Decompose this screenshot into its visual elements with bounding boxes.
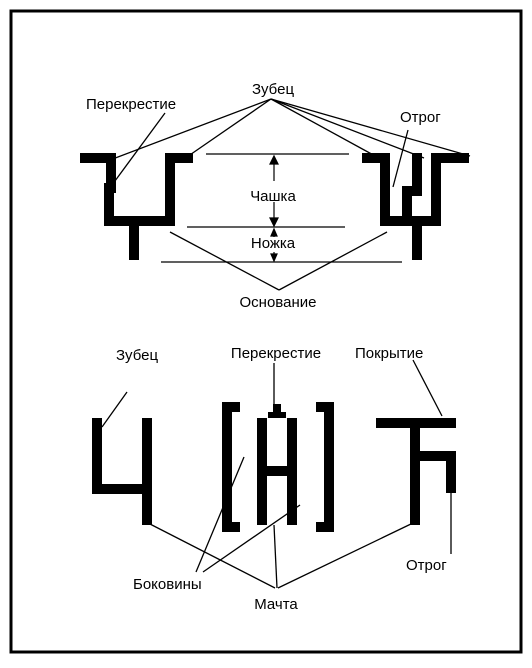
bottom-glyph-dje [376, 418, 456, 525]
bottom-label-otrog: Отрог [406, 557, 447, 574]
bottom-glyph-che [92, 418, 152, 525]
top-guide-lines [161, 153, 402, 263]
top-label-nozhka: Ножка [251, 235, 296, 252]
measure-arrows [269, 154, 279, 263]
bottom-leader-lines [101, 359, 452, 589]
diagram-frame [9, 9, 523, 654]
bottom-label-bokoviny: Боковины [133, 576, 202, 593]
top-label-zubets: Зубец [252, 81, 294, 98]
bottom-section: Зубец Перекрестие Покрытие Отрог Боковин… [92, 345, 456, 613]
bottom-label-perekrestie: Перекрестие [231, 345, 321, 362]
top-section: Зубец Перекрестие Отрог Чашка Ножка Осно… [80, 81, 471, 311]
top-label-osnovanie: Основание [240, 294, 317, 311]
top-label-otrog: Отрог [400, 109, 441, 126]
top-label-perekrestie: Перекрестие [86, 96, 176, 113]
top-right-glyph [362, 153, 469, 260]
top-leader-lines [109, 98, 471, 291]
top-label-chashka: Чашка [250, 188, 296, 205]
bottom-label-pokrytie: Покрытие [355, 345, 423, 362]
top-left-glyph [80, 153, 193, 260]
bottom-label-zubets: Зубец [116, 347, 158, 364]
bottom-label-machta: Мачта [254, 596, 298, 613]
bottom-glyph-zhe [222, 402, 334, 532]
